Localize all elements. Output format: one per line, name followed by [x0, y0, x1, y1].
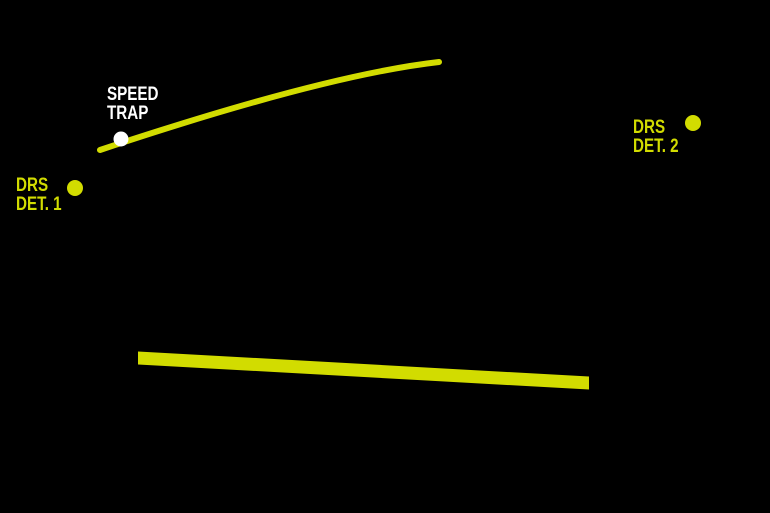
drs-det-2-label: DRS DET. 2 — [633, 118, 679, 156]
speed-trap-label-line1: SPEED — [107, 84, 159, 105]
track-segment-curve — [97, 59, 442, 153]
drs-detection-2-marker — [685, 115, 701, 131]
drs-det-1-label-line2: DET. 1 — [16, 194, 62, 215]
speed-trap-label: SPEED TRAP — [107, 85, 159, 123]
drs-det-2-label-line1: DRS — [633, 117, 666, 138]
drs-det-1-label: DRS DET. 1 — [16, 176, 62, 214]
speed-trap-marker — [113, 131, 129, 147]
drs-det-2-label-line2: DET. 2 — [633, 136, 679, 157]
drs-detection-1-marker — [67, 180, 83, 196]
speed-trap-label-line2: TRAP — [107, 103, 149, 124]
drs-det-1-label-line1: DRS — [16, 175, 49, 196]
track-segment-bar — [138, 351, 589, 390]
